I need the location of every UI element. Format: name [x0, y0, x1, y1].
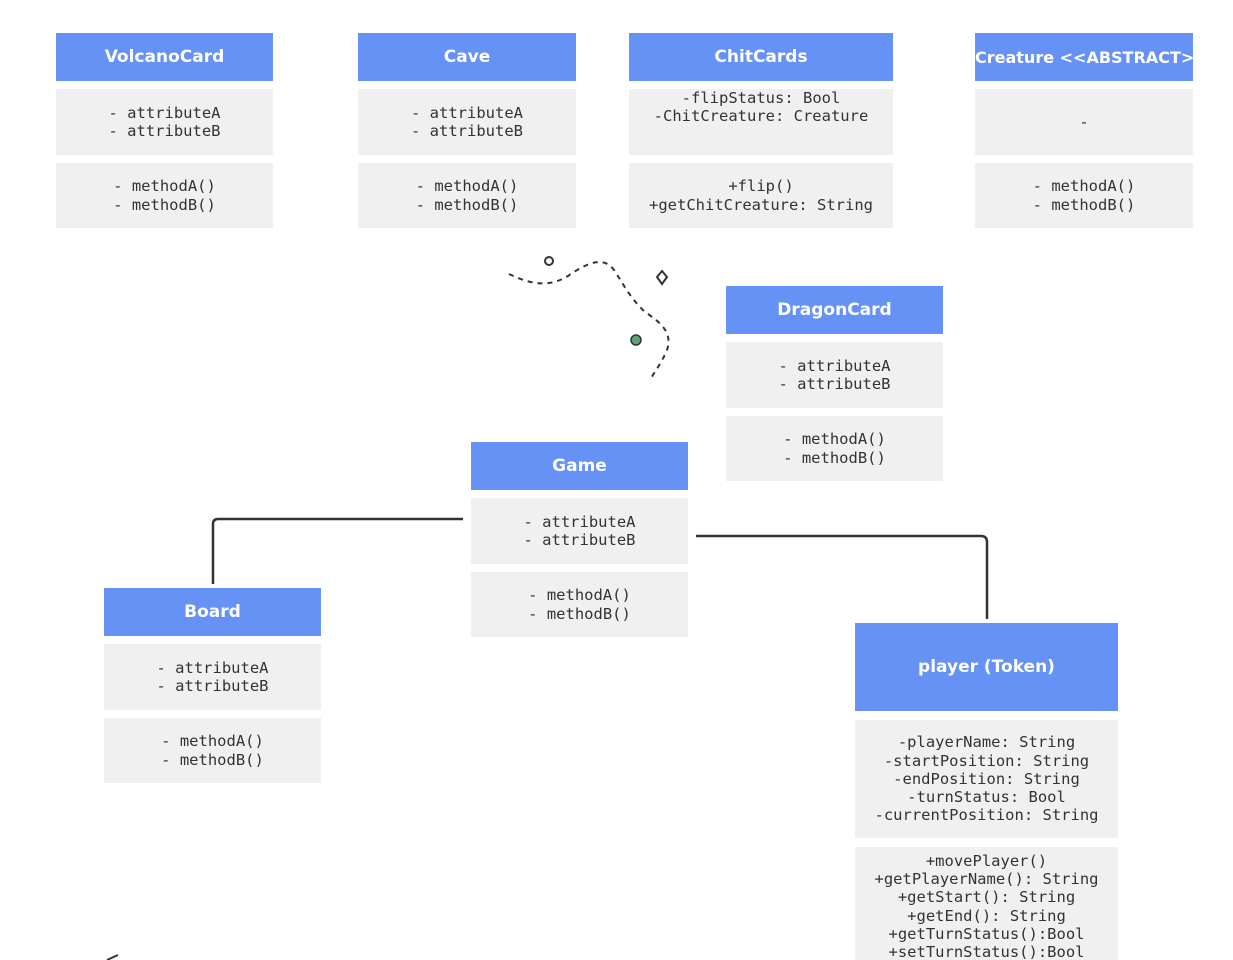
class-chit-cards-title: ChitCards	[629, 33, 893, 81]
class-creature-methods: - methodA() - methodB()	[975, 163, 1193, 228]
class-game[interactable]: Game - attributeA - attributeB - methodA…	[471, 442, 688, 637]
class-board-methods: - methodA() - methodB()	[104, 718, 321, 783]
method: +getEnd(): String	[907, 906, 1066, 925]
method: +getStart(): String	[897, 888, 1076, 907]
attribute: - attributeB	[523, 531, 636, 549]
method: +getTurnStatus():Bool	[888, 924, 1085, 943]
attribute: -turnStatus: Bool	[907, 788, 1066, 807]
method: - methodA()	[415, 177, 519, 196]
method: +getChitCreature: String	[649, 195, 873, 214]
class-volcano-card-title: VolcanoCard	[56, 33, 273, 81]
attribute: - attributeA	[156, 658, 269, 677]
method: - methodB()	[113, 195, 216, 214]
method: +movePlayer()	[925, 852, 1048, 870]
class-player-token-methods: +movePlayer() +getPlayerName(): String +…	[855, 847, 1118, 960]
decorative-dashed-curve	[508, 261, 670, 379]
class-player-token-title: player (Token)	[855, 623, 1118, 711]
connector-game-player[interactable]	[696, 534, 989, 619]
method: - methodA()	[528, 586, 631, 605]
method: +getPlayerName(): String	[874, 870, 1099, 889]
class-volcano-card[interactable]: VolcanoCard - attributeA - attributeB - …	[56, 33, 273, 228]
attribute: -	[1079, 112, 1089, 131]
class-dragon-card[interactable]: DragonCard - attributeA - attributeB - m…	[726, 286, 943, 481]
class-player-token-attributes: -playerName: String -startPosition: Stri…	[855, 720, 1118, 838]
class-chit-cards-methods: +flip() +getChitCreature: String	[629, 163, 893, 228]
attribute: -currentPosition: String	[874, 806, 1099, 825]
class-cave-methods: - methodA() - methodB()	[358, 163, 576, 228]
class-cave-title: Cave	[358, 33, 576, 81]
class-game-methods: - methodA() - methodB()	[471, 572, 688, 637]
method: - methodA()	[161, 732, 264, 751]
attribute: -endPosition: String	[893, 769, 1080, 788]
decorative-circle-outline	[544, 256, 554, 266]
attribute: -startPosition: String	[883, 751, 1090, 770]
connector-game-board[interactable]	[211, 517, 463, 584]
decorative-stroke-corner	[106, 954, 119, 960]
method: - methodA()	[783, 430, 886, 449]
class-dragon-card-methods: - methodA() - methodB()	[726, 416, 943, 481]
attribute: - attributeA	[778, 356, 891, 375]
class-creature[interactable]: Creature <<ABSTRACT>> - - methodA() - me…	[975, 33, 1193, 228]
attribute: - attributeB	[778, 375, 891, 393]
class-volcano-card-methods: - methodA() - methodB()	[56, 163, 273, 228]
class-cave[interactable]: Cave - attributeA - attributeB - methodA…	[358, 33, 576, 228]
attribute: - attributeA	[523, 512, 636, 531]
class-game-title: Game	[471, 442, 688, 490]
class-board-attributes: - attributeA - attributeB	[104, 644, 321, 710]
class-board[interactable]: Board - attributeA - attributeB - method…	[104, 588, 321, 783]
method: - methodA()	[113, 177, 216, 196]
method: - methodB()	[161, 750, 264, 769]
class-chit-cards-attributes: -flipStatus: Bool -ChitCreature: Creatur…	[629, 89, 893, 155]
attribute: - attributeA	[108, 103, 221, 122]
class-cave-attributes: - attributeA - attributeB	[358, 89, 576, 155]
method: - methodB()	[1032, 195, 1136, 214]
attribute: -flipStatus: Bool	[681, 89, 841, 107]
class-player-token[interactable]: player (Token) -playerName: String -star…	[855, 623, 1118, 960]
method: - methodA()	[1032, 177, 1136, 196]
attribute: - attributeB	[411, 122, 523, 140]
class-volcano-card-attributes: - attributeA - attributeB	[56, 89, 273, 155]
class-chit-cards[interactable]: ChitCards -flipStatus: Bool -ChitCreatur…	[629, 33, 893, 228]
attribute: -playerName: String	[897, 733, 1076, 752]
class-board-title: Board	[104, 588, 321, 636]
method: - methodB()	[415, 195, 519, 214]
decorative-circle-filled	[630, 334, 642, 346]
method: +setTurnStatus():Bool	[888, 943, 1085, 960]
class-dragon-card-title: DragonCard	[726, 286, 943, 334]
attribute: - attributeB	[156, 677, 269, 695]
method: - methodB()	[783, 448, 886, 467]
class-dragon-card-attributes: - attributeA - attributeB	[726, 342, 943, 408]
attribute: - attributeA	[411, 103, 523, 122]
attribute: -ChitCreature: Creature	[653, 107, 869, 126]
method: +flip()	[728, 177, 794, 196]
method: - methodB()	[528, 604, 631, 623]
class-creature-title: Creature <<ABSTRACT>>	[975, 33, 1193, 81]
attribute: - attributeB	[108, 122, 221, 140]
decorative-diamond	[655, 269, 669, 286]
class-game-attributes: - attributeA - attributeB	[471, 498, 688, 564]
class-creature-attributes: -	[975, 89, 1193, 155]
